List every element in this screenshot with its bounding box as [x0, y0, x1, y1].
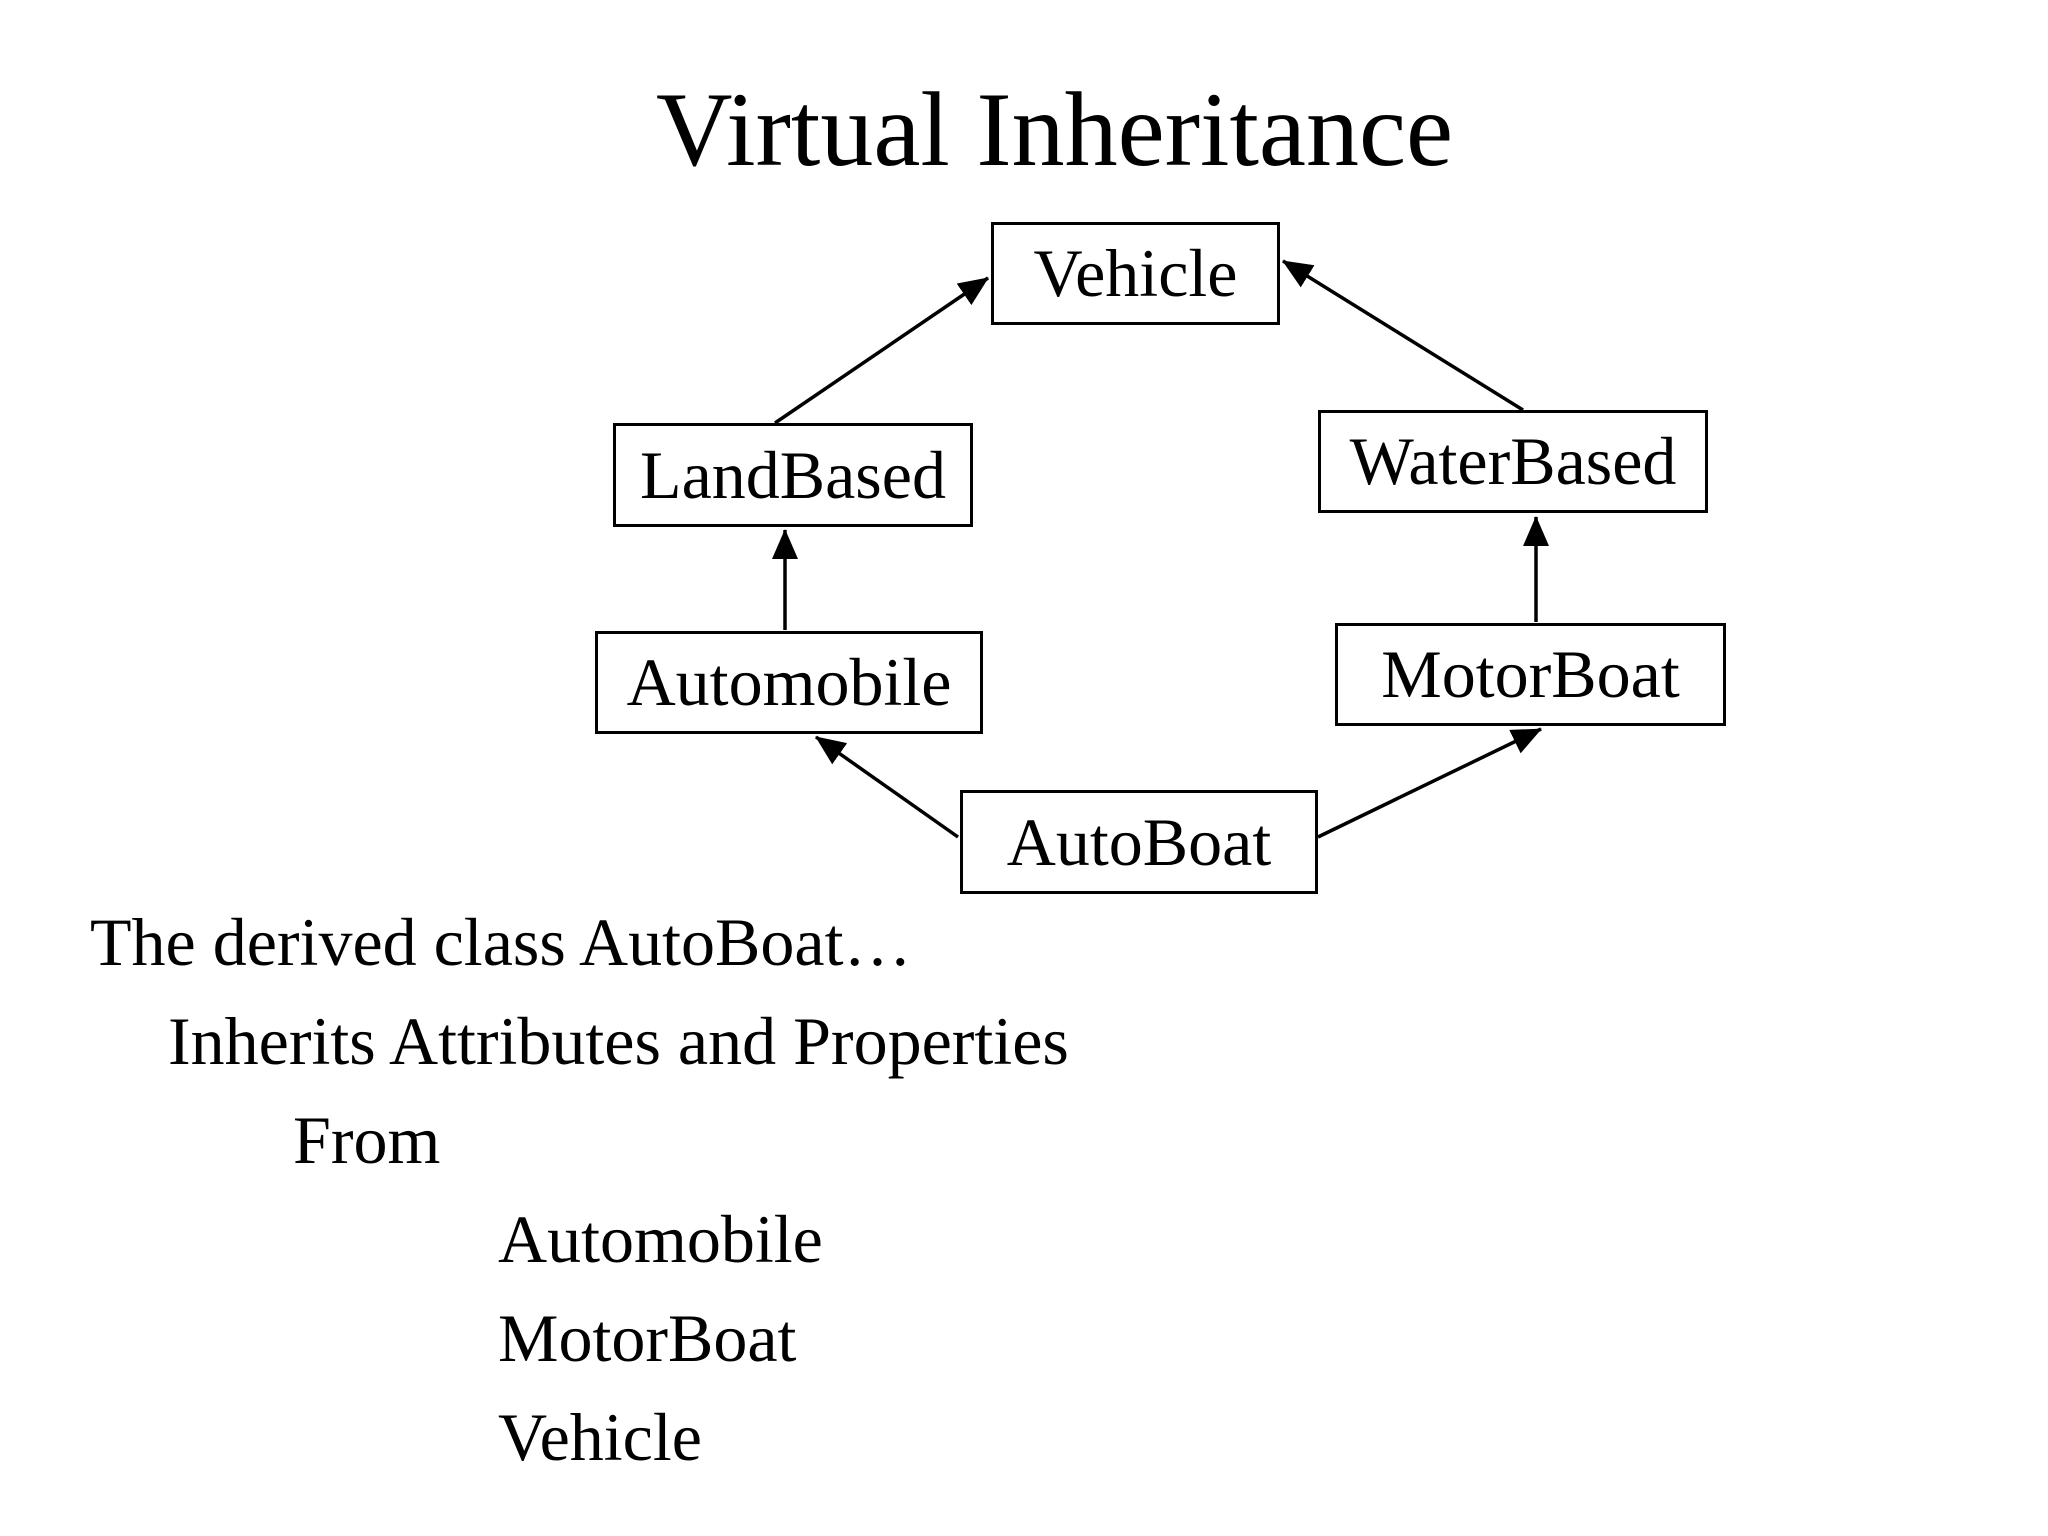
body-line-from: From: [293, 1102, 441, 1178]
node-motorboat: MotorBoat: [1335, 623, 1726, 726]
body-line-derived-class: The derived class AutoBoat…: [90, 904, 912, 980]
edge-autoboat-to-motorboat: [1317, 727, 1542, 839]
node-landbased: LandBased: [613, 423, 973, 527]
page-title: Virtual Inheritance: [656, 71, 1454, 188]
body-text-block: The derived class AutoBoat… Inherits Att…: [0, 893, 2048, 1487]
body-line-automobile: Automobile: [498, 1201, 823, 1277]
edge-landbased-to-vehicle: [774, 276, 989, 425]
edge-waterbased-to-vehicle: [1282, 259, 1524, 412]
body-line-vehicle: Vehicle: [498, 1399, 702, 1475]
node-waterbased: WaterBased: [1318, 410, 1708, 513]
node-autoboat: AutoBoat: [960, 790, 1318, 894]
edge-autoboat-to-automobile: [814, 735, 960, 839]
body-line-inherits: Inherits Attributes and Properties: [168, 1003, 1069, 1079]
node-vehicle: Vehicle: [991, 222, 1280, 325]
body-line-motorboat: MotorBoat: [498, 1300, 797, 1376]
node-automobile: Automobile: [595, 631, 983, 734]
